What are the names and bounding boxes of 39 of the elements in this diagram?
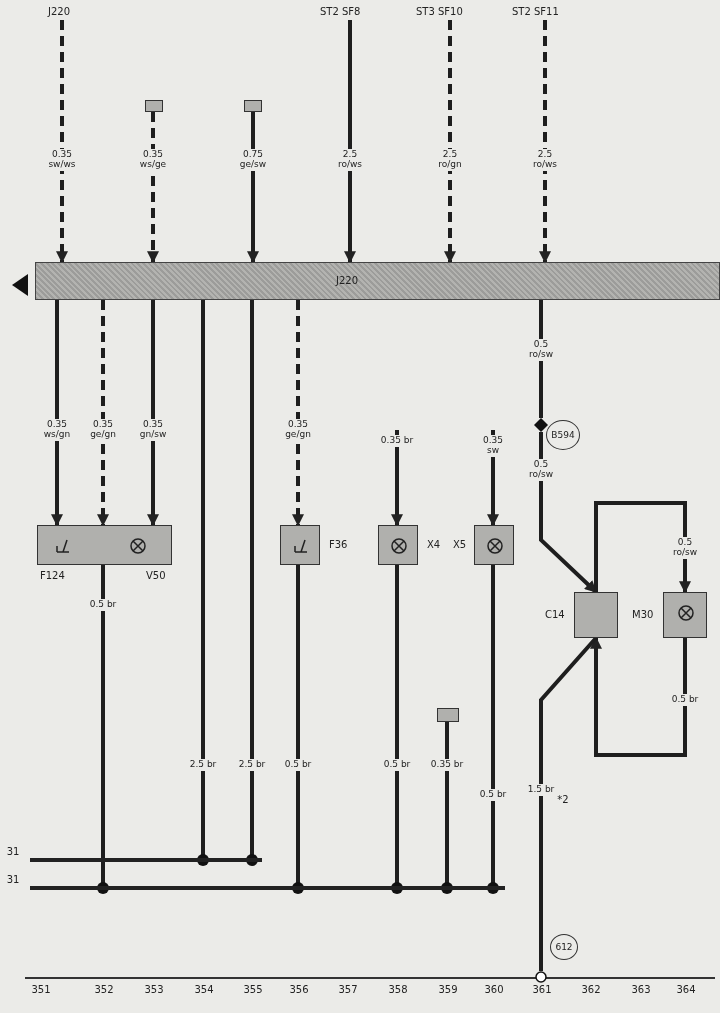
connector-box: [244, 100, 262, 112]
component-code: F36: [329, 539, 348, 550]
component-code: V50: [146, 570, 166, 581]
grid-number: 351: [30, 984, 52, 995]
wire-label: 0.35 br: [380, 435, 414, 447]
note-mark: *2: [556, 794, 570, 805]
component-code: X4: [427, 539, 441, 550]
reference-number: B594: [551, 430, 575, 440]
bus-label: 31: [5, 846, 21, 857]
terminal-label: ST3 SF10: [416, 6, 463, 17]
ground-bus: [30, 858, 262, 862]
control-unit-band: [35, 262, 720, 300]
grid-number: 359: [437, 984, 459, 995]
connector-box: [145, 100, 163, 112]
grid-number: 363: [630, 984, 652, 995]
grid-number: 356: [288, 984, 310, 995]
grid-number: 364: [675, 984, 697, 995]
grid-number: 353: [143, 984, 165, 995]
component-code: F124: [40, 570, 65, 581]
terminal-label: ST2 SF11: [512, 6, 559, 17]
grid-number: 362: [580, 984, 602, 995]
reference-number: 612: [555, 942, 573, 952]
wire-label: 0.35 br: [430, 759, 464, 771]
component-code: M30: [632, 609, 654, 620]
ground-bus: [30, 886, 505, 890]
grid-number: 360: [483, 984, 505, 995]
grid-number: 357: [337, 984, 359, 995]
component-code: X5: [453, 539, 467, 550]
terminal-label: ST2 SF8: [320, 6, 361, 17]
connector-box: [437, 708, 459, 722]
bus-label: 31: [5, 874, 21, 885]
grid-number: 352: [93, 984, 115, 995]
grid-number: 361: [531, 984, 553, 995]
grid-number: 358: [387, 984, 409, 995]
terminal-label: J220: [48, 6, 71, 17]
grid-number: 355: [242, 984, 264, 995]
component-code: C14: [545, 609, 565, 620]
unit-label: J220: [336, 275, 359, 286]
grid-number: 354: [193, 984, 215, 995]
